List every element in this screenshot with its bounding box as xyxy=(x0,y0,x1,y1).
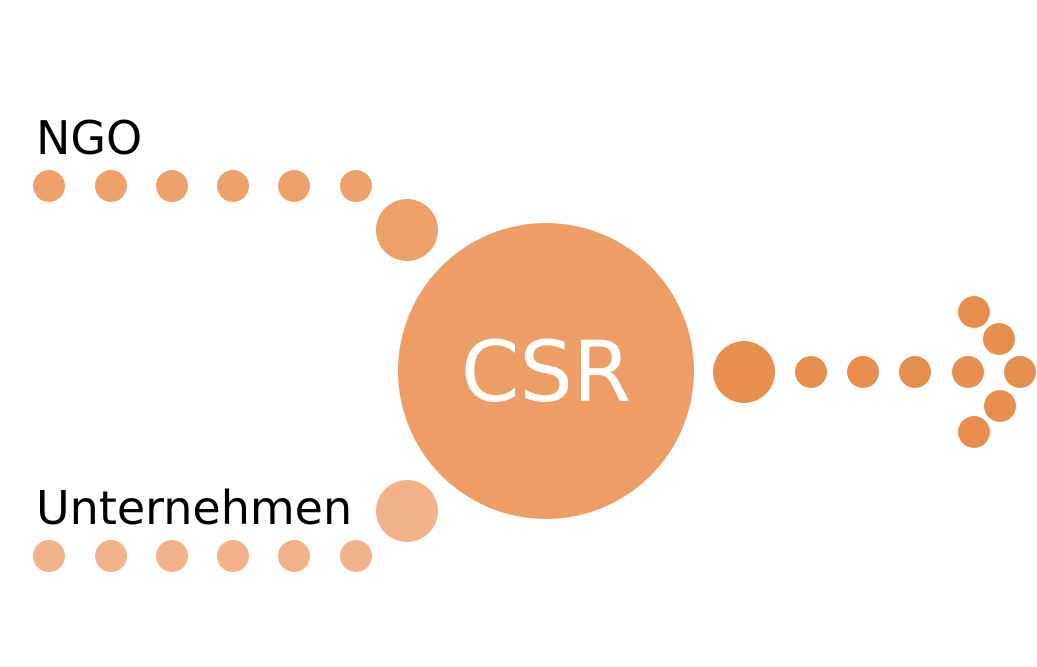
unternehmen-dot xyxy=(340,540,372,572)
output-arrow xyxy=(713,296,1036,448)
arrow-start-dot xyxy=(713,341,775,403)
csr-label: CSR xyxy=(461,323,631,421)
arrow-shaft-dot xyxy=(795,356,827,388)
unternehmen-label: Unternehmen xyxy=(36,481,352,535)
arrow-head-dot xyxy=(984,390,1016,422)
arrow-head-dot xyxy=(958,296,990,328)
unternehmen-dot xyxy=(95,540,127,572)
unternehmen-dot xyxy=(33,540,65,572)
arrow-shaft-dot xyxy=(952,356,984,388)
arrow-shaft-dot xyxy=(899,356,931,388)
ngo-dot-path xyxy=(33,170,438,261)
arrow-shaft-dot xyxy=(847,356,879,388)
ngo-dot xyxy=(278,170,310,202)
ngo-dot xyxy=(340,170,372,202)
unternehmen-dot-path xyxy=(33,480,438,572)
unternehmen-dot xyxy=(278,540,310,572)
ngo-dot xyxy=(217,170,249,202)
ngo-dot xyxy=(95,170,127,202)
arrow-head-dot xyxy=(958,416,990,448)
ngo-label: NGO xyxy=(36,111,142,165)
ngo-connector-dot xyxy=(376,199,438,261)
ngo-dot xyxy=(33,170,65,202)
arrow-tip-dot xyxy=(1004,356,1036,388)
ngo-dot xyxy=(156,170,188,202)
unternehmen-dot xyxy=(156,540,188,572)
unternehmen-connector-dot xyxy=(376,480,438,542)
arrow-head-dot xyxy=(983,323,1015,355)
unternehmen-dot xyxy=(217,540,249,572)
csr-circle xyxy=(398,223,694,519)
